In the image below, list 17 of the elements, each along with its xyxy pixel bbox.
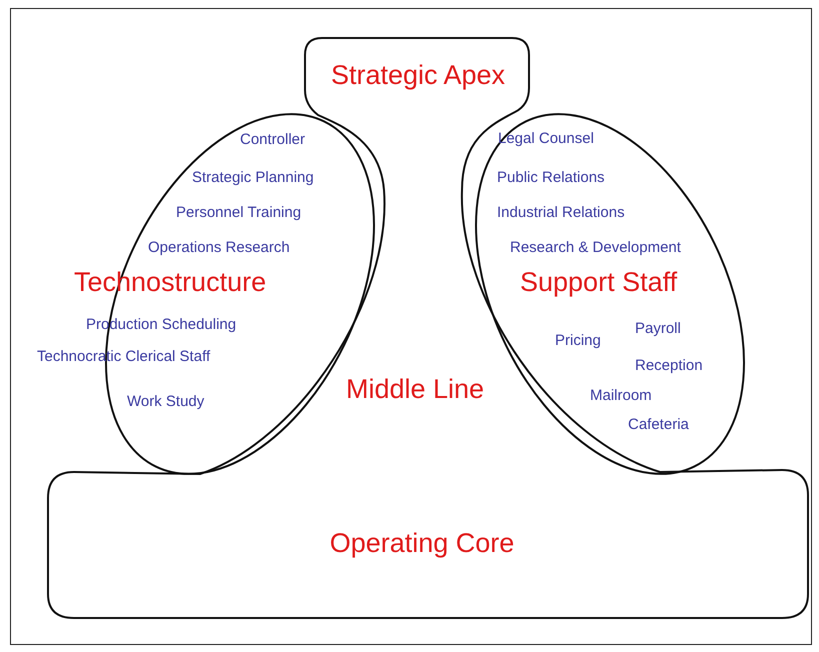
unit-heading: Operating Core — [330, 527, 514, 560]
unit-role: Operations Research — [148, 239, 290, 257]
unit-heading: Strategic Apex — [330, 59, 506, 92]
unit-role: Personnel Training — [176, 204, 302, 222]
unit-role: Pricing — [555, 332, 601, 350]
unit-role: Mailroom — [590, 387, 652, 405]
unit-role: Public Relations — [497, 169, 605, 187]
unit-role: Payroll — [635, 320, 681, 338]
unit-role: Work Study — [127, 393, 204, 411]
unit-role: Industrial Relations — [497, 204, 625, 222]
unit-role: Research & Development — [510, 239, 681, 257]
unit-role: Controller — [240, 131, 306, 149]
unit-role: Reception — [635, 357, 703, 375]
unit-role: Cafeteria — [628, 416, 689, 434]
unit-heading: Support Staff — [520, 266, 678, 299]
unit-role: Strategic Planning — [192, 169, 314, 187]
unit-heading: Middle Line — [346, 373, 484, 406]
